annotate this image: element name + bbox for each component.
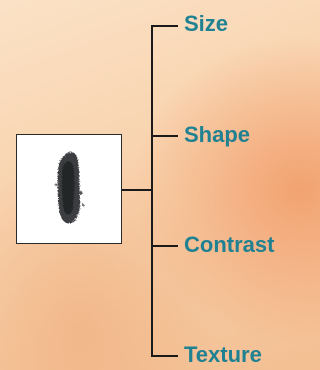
label-texture: Texture	[184, 342, 262, 368]
label-size: Size	[184, 11, 228, 37]
label-contrast: Contrast	[184, 232, 274, 258]
label-shape: Shape	[184, 122, 250, 148]
